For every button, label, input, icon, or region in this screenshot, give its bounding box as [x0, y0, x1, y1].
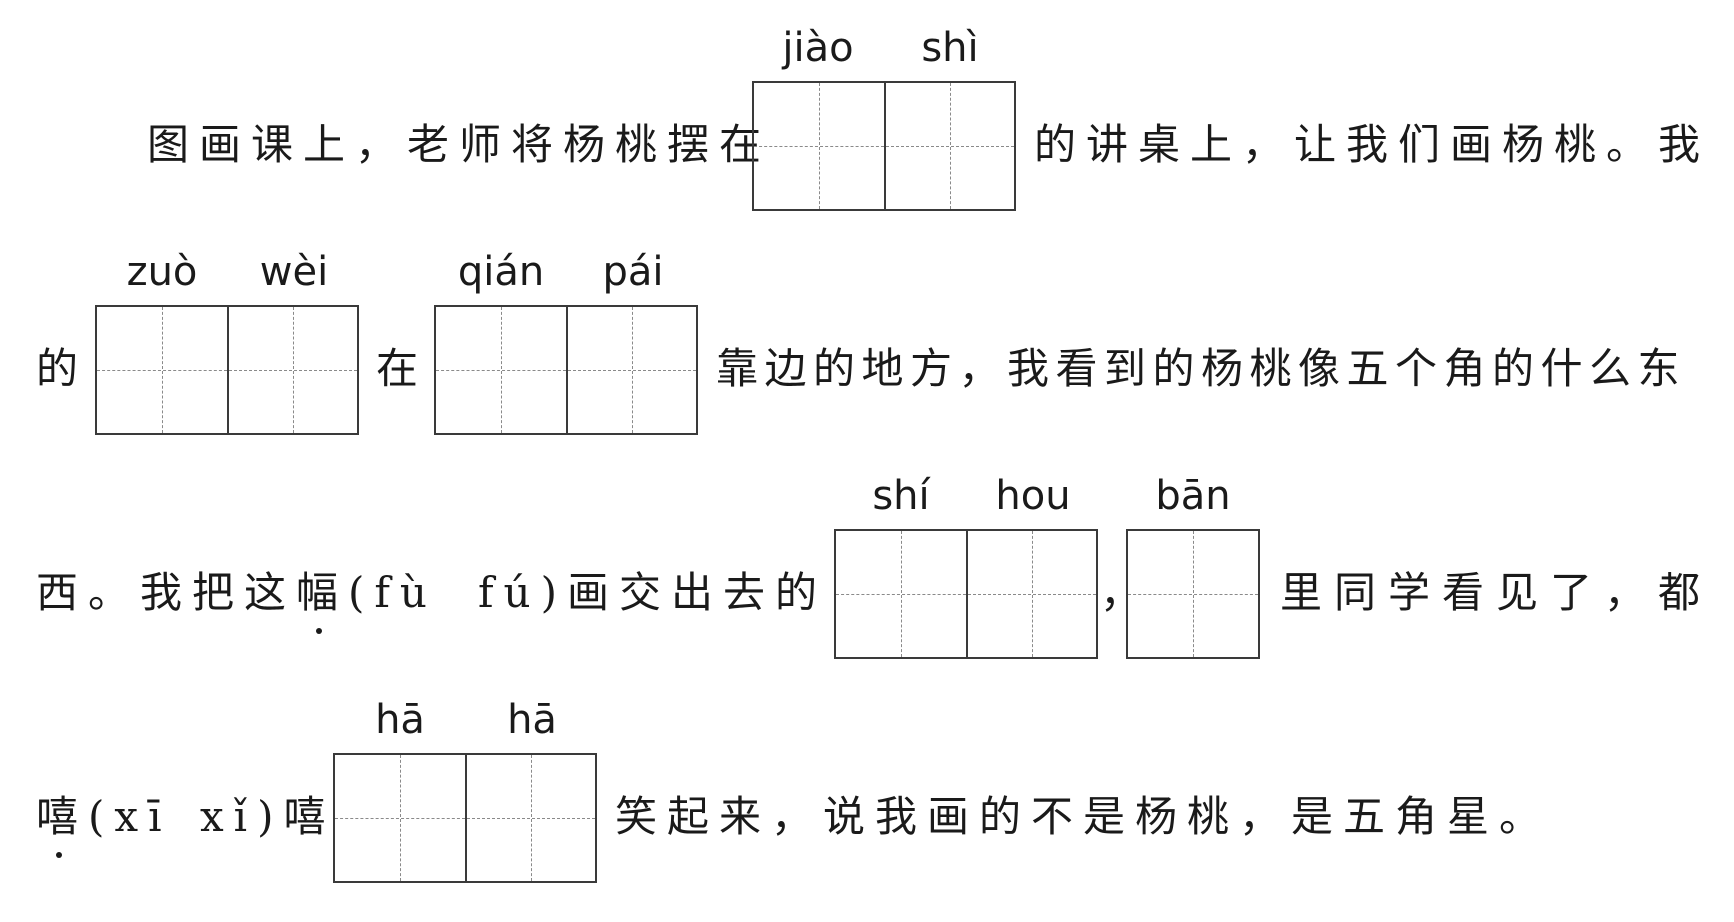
- answer-box-shihou[interactable]: [834, 529, 1098, 659]
- answer-box-zuowei[interactable]: [95, 305, 359, 435]
- line4-text-before-2: xǐ)嘻: [200, 792, 336, 841]
- line3-separator: ，: [1100, 568, 1143, 617]
- pinyin-qian: qián: [457, 249, 545, 295]
- answer-box-haha[interactable]: [333, 753, 597, 883]
- answer-cell[interactable]: [97, 307, 227, 433]
- answer-cell[interactable]: [966, 531, 1096, 657]
- pinyin-shi2: shí: [872, 473, 930, 519]
- answer-cell[interactable]: [436, 307, 566, 433]
- line3-text-before: 西。我把这幅(fù: [36, 568, 437, 617]
- answer-box-ban[interactable]: [1126, 529, 1260, 659]
- line2-text-start: 的: [36, 344, 89, 393]
- line4-text-after: 笑起来，说我画的不是杨桃，是五角星。: [615, 792, 1552, 841]
- pinyin-jiao: jiào: [782, 25, 854, 71]
- passage-line-3: 西。我把这幅(fù fú)画交出去的 shí hou ， bān 里同学看见了，…: [0, 468, 1734, 698]
- line1-text-before: 图画课上，老师将杨桃摆在: [147, 120, 772, 169]
- pinyin-zuo: zuò: [126, 249, 198, 295]
- emphasis-dot: [56, 852, 62, 858]
- pinyin-shi: shì: [921, 25, 979, 71]
- pinyin-pai: pái: [602, 249, 664, 295]
- answer-cell[interactable]: [566, 307, 696, 433]
- line2-text-after: 靠边的地方，我看到的杨桃像五个角的什么东: [716, 344, 1687, 393]
- answer-box-jiaoshi[interactable]: [752, 81, 1016, 211]
- answer-cell[interactable]: [465, 755, 595, 881]
- answer-cell[interactable]: [227, 307, 357, 433]
- pinyin-ha-2: hā: [507, 697, 557, 743]
- emphasis-dot: [316, 628, 322, 634]
- line2-text-mid: 在: [376, 344, 429, 393]
- pinyin-wei: wèi: [259, 249, 329, 295]
- answer-cell[interactable]: [754, 83, 884, 209]
- answer-box-qianpai[interactable]: [434, 305, 698, 435]
- answer-cell[interactable]: [1128, 531, 1258, 657]
- answer-cell[interactable]: [884, 83, 1014, 209]
- line1-text-after: 的讲桌上，让我们画杨桃。我: [1034, 120, 1711, 169]
- line3-text-after: 里同学看见了，都: [1280, 568, 1713, 617]
- pinyin-ban: bān: [1155, 473, 1231, 519]
- pinyin-ha-1: hā: [375, 697, 425, 743]
- answer-cell[interactable]: [335, 755, 465, 881]
- passage-line-4: 嘻(xī xǐ)嘻 hā hā 笑起来，说我画的不是杨桃，是五角星。: [0, 692, 1734, 922]
- answer-cell[interactable]: [836, 531, 966, 657]
- line3-text-before-2: fú)画交出去的: [478, 568, 827, 617]
- passage-line-1: 图画课上，老师将杨桃摆在 jiào shì 的讲桌上，让我们画杨桃。我: [0, 20, 1734, 250]
- pinyin-hou: hou: [995, 473, 1071, 519]
- passage-line-2: 的 zuò wèi 在 qián pái 靠边的地方，我看到的杨桃像五个角的什么…: [0, 244, 1734, 474]
- line4-text-before: 嘻(xī: [36, 792, 172, 841]
